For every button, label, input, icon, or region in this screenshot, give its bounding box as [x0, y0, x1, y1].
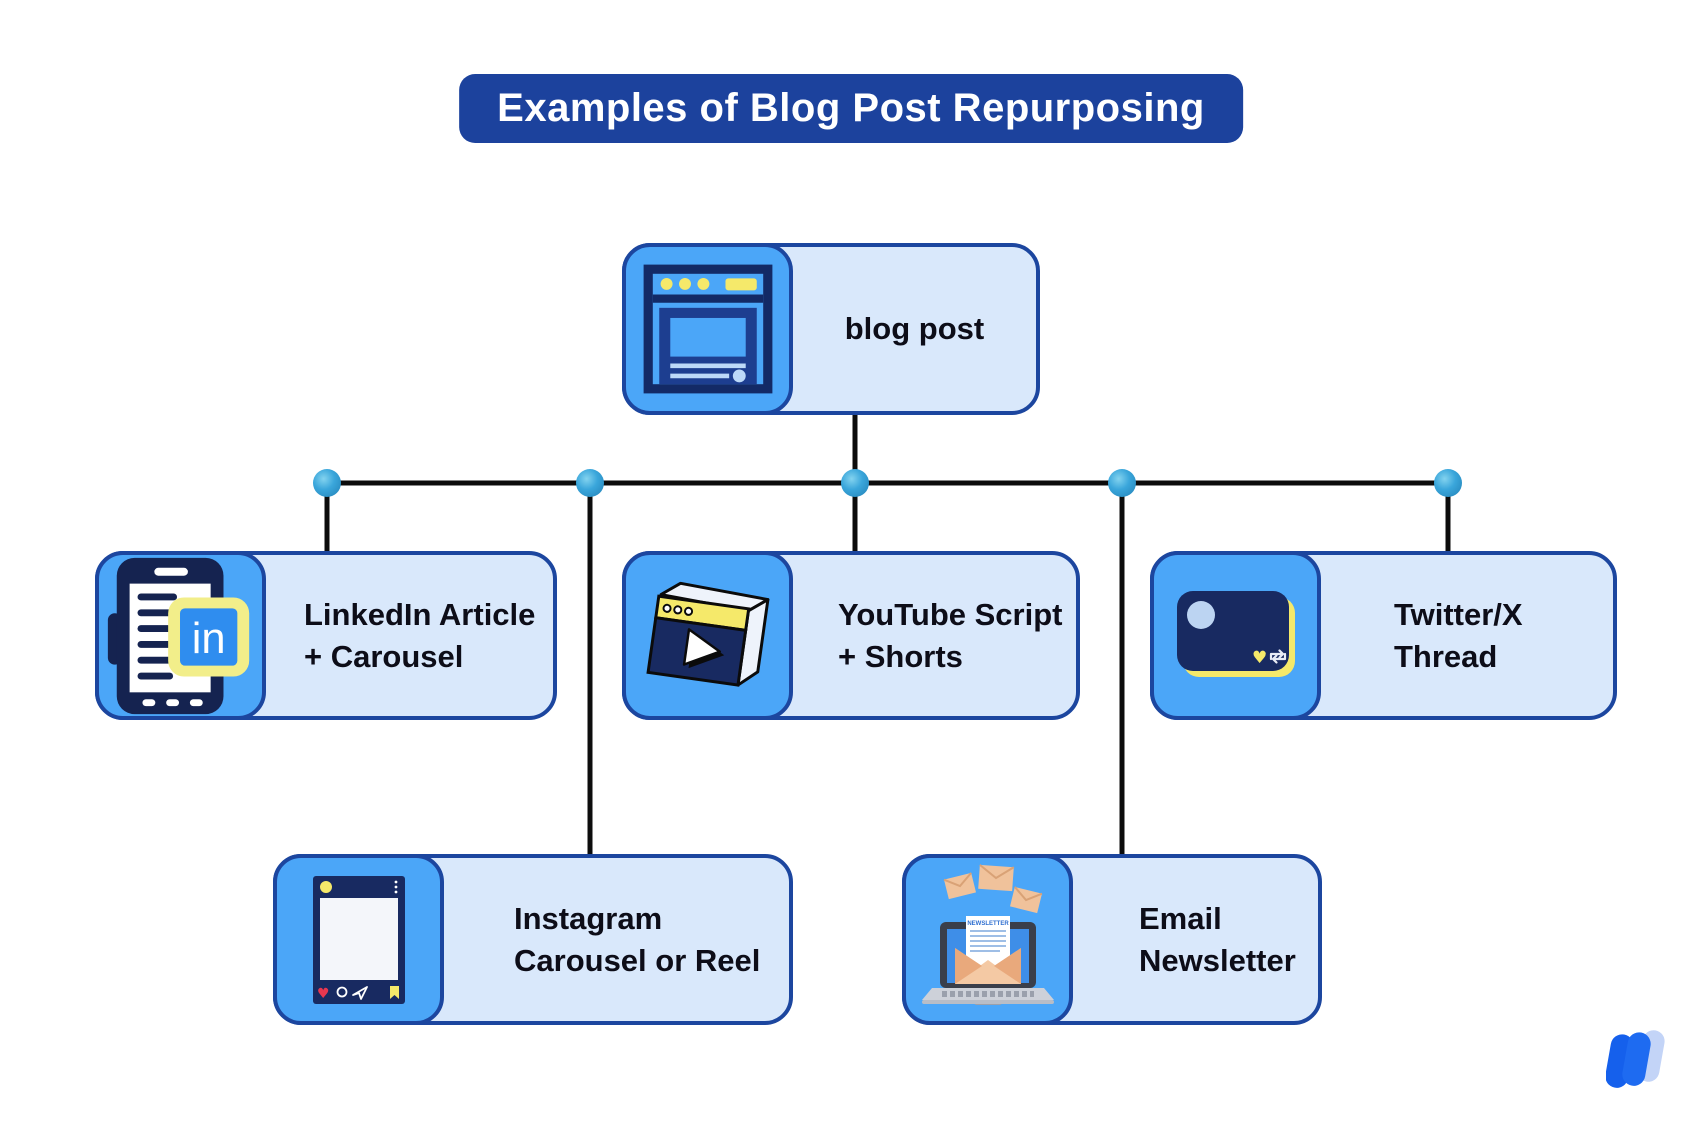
- node-label: Twitter/X Thread: [1394, 555, 1523, 716]
- tree-branches: [324, 413, 1451, 856]
- retweet-icon: [1269, 648, 1286, 664]
- instagram-tile: ♥: [273, 854, 444, 1025]
- svg-text:in: in: [191, 614, 225, 662]
- node-label: Instagram Carousel or Reel: [514, 858, 760, 1021]
- blog-post-tile: [622, 243, 793, 415]
- tweet-card-icon: ♥: [1176, 590, 1295, 677]
- linkedin-label-line1: LinkedIn Article: [304, 596, 536, 632]
- youtube-label-line2: + Shorts: [838, 638, 963, 674]
- youtube-label-line1: YouTube Script: [838, 596, 1063, 632]
- node-label: blog post: [793, 247, 1036, 411]
- email-label-line2: Newsletter: [1139, 942, 1296, 978]
- linkedin-phone-icon: in: [107, 557, 249, 714]
- branch-dots: [313, 469, 1462, 497]
- laptop-newsletter-icon: NEWSLETTER: [921, 863, 1054, 1005]
- newsletter-document: NEWSLETTER: [965, 915, 1010, 968]
- open-envelope: [954, 947, 1021, 984]
- node-email-newsletter: NEWSLETTER: [902, 854, 1322, 1025]
- node-youtube-script: YouTube Script + Shorts: [622, 551, 1080, 720]
- node-twitter-thread: ♥ Twitter/X Thread: [1150, 551, 1617, 720]
- svg-text:♥: ♥: [1252, 648, 1267, 668]
- brand-logo-icon: [1606, 1030, 1665, 1088]
- youtube-tile: [622, 551, 793, 720]
- node-instagram-carousel: ♥ Instagram Carousel or Reel: [273, 854, 793, 1025]
- twitter-label-line1: Twitter/X: [1394, 596, 1523, 632]
- laptop-base: [921, 987, 1054, 1005]
- node-linkedin-article: in LinkedIn Article + Carousel: [95, 551, 557, 720]
- instagram-post-icon: ♥: [312, 875, 405, 1004]
- svg-text:♥: ♥: [317, 986, 330, 1002]
- browser-window-icon: [643, 264, 772, 394]
- node-label: LinkedIn Article + Carousel: [304, 555, 535, 716]
- node-label: Email Newsletter: [1139, 858, 1296, 1021]
- email-label-line1: Email: [1139, 900, 1222, 936]
- page-title: Examples of Blog Post Repurposing: [459, 74, 1243, 143]
- instagram-label-line2: Carousel or Reel: [514, 942, 761, 978]
- twitter-label-line2: Thread: [1394, 638, 1498, 674]
- video-player-icon: [645, 581, 769, 687]
- linkedin-badge: in: [167, 596, 249, 677]
- flying-envelopes: [943, 863, 1042, 913]
- svg-text:NEWSLETTER: NEWSLETTER: [967, 921, 1009, 927]
- node-blog-post: blog post: [622, 243, 1040, 415]
- twitter-tile: ♥: [1150, 551, 1321, 720]
- blog-post-label: blog post: [844, 311, 985, 346]
- linkedin-tile: in: [95, 551, 266, 720]
- instagram-label-line1: Instagram: [514, 900, 663, 936]
- email-tile: NEWSLETTER: [902, 854, 1073, 1025]
- node-label: YouTube Script + Shorts: [838, 555, 1062, 716]
- linkedin-label-line2: + Carousel: [304, 638, 464, 674]
